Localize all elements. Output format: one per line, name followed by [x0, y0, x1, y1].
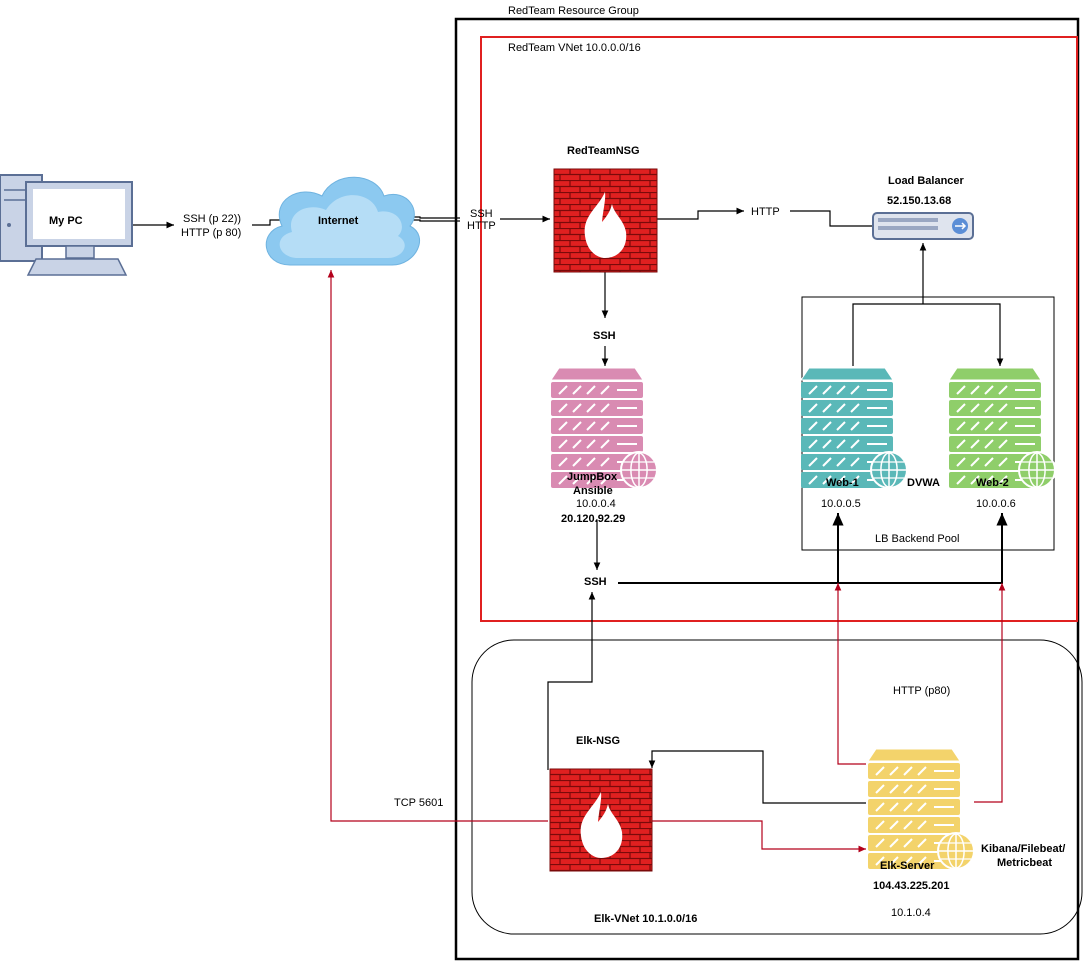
jumpbox-role: Ansible [573, 485, 613, 497]
edge-label-elk-http: HTTP (p80) [893, 685, 950, 697]
globe-icon [620, 451, 658, 489]
edge-label-tcp5601: TCP 5601 [394, 797, 443, 809]
jumpbox-public-ip: 20.120.92.29 [561, 513, 625, 525]
connectors-red [327, 270, 1006, 853]
elk-vnet: Elk-VNet 10.1.0.0/16 [471, 639, 1083, 935]
redteam-vnet-label: RedTeam VNet 10.0.0.0/16 [508, 42, 641, 54]
elk-stack-line1: Kibana/Filebeat/ [981, 843, 1065, 855]
edge-label-nsg-http: HTTP [467, 220, 496, 232]
my-pc-label: My PC [49, 215, 83, 227]
load-balancer: Load Balancer 52.150.13.68 [872, 175, 974, 240]
web1-ip: 10.0.0.5 [821, 498, 861, 510]
redteam-nsg: RedTeamNSG [553, 145, 658, 273]
edge-nsg-to-http [657, 207, 744, 220]
web1-server-icon [800, 367, 908, 489]
jumpbox-server-icon [550, 367, 658, 489]
edge-pool-split [852, 303, 1004, 366]
edge-elk-to-web1 [834, 583, 866, 765]
connectors [133, 207, 1008, 804]
edge-elk-to-web2 [974, 583, 1006, 803]
globe-icon [1018, 451, 1056, 489]
web1-name: Web-1 [826, 477, 859, 489]
edge-http-to-lb [790, 210, 872, 227]
elk-nsg: Elk-NSG [549, 735, 653, 872]
web2-ip: 10.0.0.6 [976, 498, 1016, 510]
jumpbox-name: JumpBox [567, 471, 618, 483]
dvwa-label: DVWA [907, 477, 940, 489]
cloud-icon [265, 176, 421, 266]
edge-label-jumpbox-ssh: SSH [584, 576, 607, 588]
load-balancer-ip: 52.150.13.68 [887, 195, 951, 207]
internet-label: Internet [318, 215, 359, 227]
jumpbox-private-ip: 10.0.0.4 [576, 498, 616, 510]
internet-cloud: Internet [265, 176, 421, 266]
elk-stack-line2: Metricbeat [997, 857, 1052, 869]
resource-group-label: RedTeam Resource Group [508, 5, 639, 17]
load-balancer-label: Load Balancer [888, 175, 965, 187]
edge-label-to-lb-http: HTTP [751, 206, 780, 218]
web2-server-icon [948, 367, 1056, 489]
edge-tcp5601 [327, 270, 548, 822]
firewall-icon [553, 168, 658, 273]
elk-server-name: Elk-Server [880, 860, 935, 872]
load-balancer-icon [872, 212, 974, 240]
redteam-nsg-label: RedTeamNSG [567, 145, 640, 157]
elk-server-private-ip: 10.1.0.4 [891, 907, 931, 919]
computer-icon [0, 174, 133, 276]
edge-elkserver-to-elknsg [648, 750, 866, 804]
elk-server-icon [867, 748, 975, 870]
redteam-vnet: RedTeam VNet 10.0.0.0/16 [480, 36, 1078, 622]
lb-backend-pool-label: LB Backend Pool [875, 533, 959, 545]
firewall-icon [549, 768, 653, 872]
edge-jumpbox-to-ssh [593, 519, 601, 570]
my-pc: My PC [0, 174, 133, 276]
edge-label-pc-http: HTTP (p 80) [181, 227, 241, 239]
edge-ssh-to-webs [618, 513, 1008, 584]
elk-vnet-label: Elk-VNet 10.1.0.0/16 [594, 913, 697, 925]
edge-label-to-jumpbox-ssh: SSH [593, 330, 616, 342]
globe-icon [937, 832, 975, 870]
edge-nsg-to-elkserver [652, 820, 866, 853]
edge-elk-to-ssh [547, 592, 596, 770]
globe-icon [870, 451, 908, 489]
web2-name: Web-2 [976, 477, 1009, 489]
edge-label-pc-ssh: SSH (p 22)) [183, 213, 241, 225]
elk-server-public-ip: 104.43.225.201 [873, 880, 949, 892]
edge-label-nsg-ssh: SSH [470, 208, 493, 220]
elk-nsg-label: Elk-NSG [576, 735, 620, 747]
